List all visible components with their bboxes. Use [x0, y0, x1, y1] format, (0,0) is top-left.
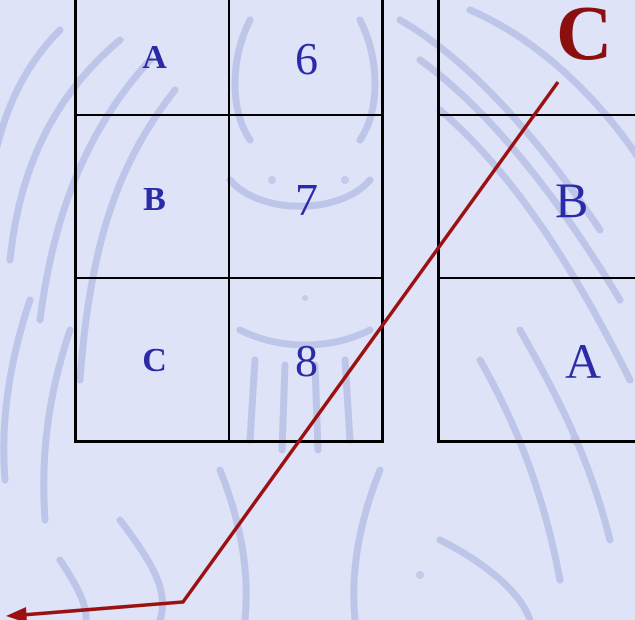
- left-table-cell-number: 6: [232, 0, 381, 118]
- left-table-cell-number: 7: [232, 118, 381, 281]
- highlight-label: C: [556, 0, 612, 72]
- right-table-cell: A: [440, 281, 635, 440]
- left-table-cell-letter: C: [77, 281, 232, 440]
- left-table-cell-number: 8: [232, 281, 381, 440]
- left-table: A 6 B 7 C 8: [74, 0, 384, 443]
- left-table-cell-letter: A: [77, 0, 232, 118]
- right-table-cell: B: [440, 118, 635, 281]
- left-table-cell-letter: B: [77, 118, 232, 281]
